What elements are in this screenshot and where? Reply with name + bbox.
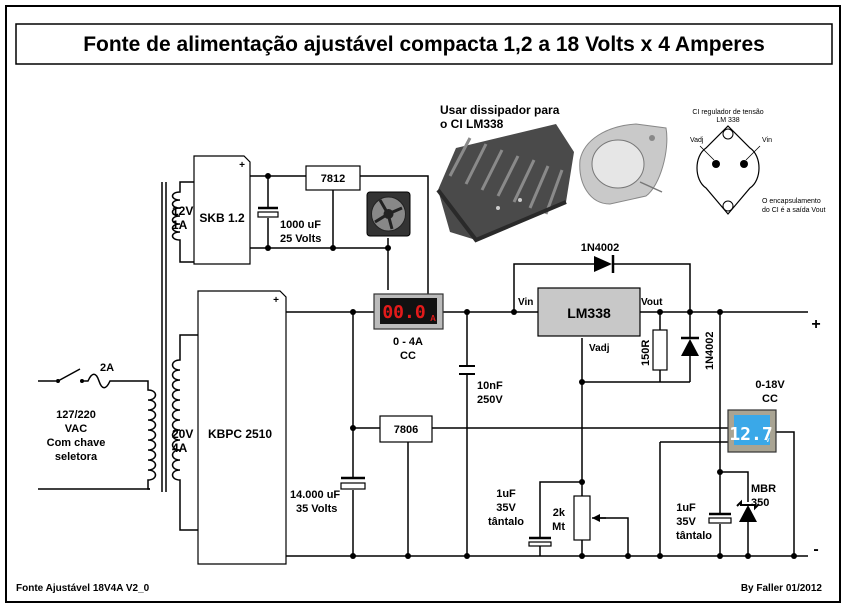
- kbpc-label: KBPC 2510: [208, 427, 272, 441]
- heatsink-picture: [436, 124, 574, 243]
- mains-input: [38, 368, 150, 490]
- schottky-label-2: 350: [751, 497, 769, 509]
- regulator-7806: [379, 415, 433, 443]
- heatsink-note-1: Usar dissipador para: [440, 103, 560, 117]
- page-title: Fonte de alimentação ajustável compacta …: [83, 33, 765, 56]
- main-secondary-amps: 4A: [172, 441, 188, 455]
- fan-icon: [366, 191, 411, 237]
- skb-plus-mark: +: [239, 160, 245, 171]
- voltmeter-type: CC: [762, 393, 778, 405]
- pot-type: Mt: [552, 521, 565, 533]
- transformer: [138, 181, 198, 531]
- output-minus: -: [813, 541, 818, 558]
- voltmeter-panel: [727, 409, 777, 453]
- skb-label: SKB 1.2: [199, 211, 245, 225]
- resistor-150r: [652, 329, 668, 371]
- lm338-label: LM338: [567, 305, 611, 321]
- cap-adj-type: tântalo: [488, 516, 524, 528]
- voltmeter-unit: v: [766, 437, 770, 444]
- cap-out-type: tântalo: [676, 530, 712, 542]
- fuse-label: 2A: [100, 362, 114, 374]
- to3-package-picture: [579, 123, 668, 205]
- cap-10nf-value: 10nF: [477, 380, 503, 392]
- package-pin-vin: Vin: [762, 137, 772, 144]
- resistor-150r-label: 150R: [640, 340, 652, 366]
- lm338-pin-vadj: Vadj: [589, 343, 610, 354]
- cap-adj-value: 1uF: [496, 488, 516, 500]
- cap-14000uf-voltage: 35 Volts: [296, 503, 337, 515]
- outer-frame: [5, 5, 841, 603]
- schottky-label-1: MBR: [751, 483, 776, 495]
- aux-secondary-amps: 1A: [172, 218, 188, 232]
- package-caption-2: do CI é a saída Vout: [762, 207, 825, 214]
- ammeter-range: 0 - 4A: [393, 336, 423, 348]
- package-title-1: CI regulador de tensão: [692, 109, 763, 116]
- bridge-skb: [193, 155, 251, 265]
- package-title-2: LM 338: [716, 117, 739, 124]
- voltmeter-range: 0-18V: [755, 379, 785, 391]
- main-secondary-volts: 20V: [172, 427, 193, 441]
- aux-wiring: [250, 175, 429, 318]
- heatsink-note-2: o CI LM338: [440, 117, 504, 131]
- bridge-kbpc: [197, 290, 287, 565]
- to3-pinout-drawing: [696, 125, 761, 215]
- lm338-pin-vout: Vout: [641, 297, 663, 308]
- pot-value: 2k: [553, 507, 566, 519]
- diode-top: [594, 255, 615, 273]
- cap-1000uf-voltage: 25 Volts: [280, 233, 321, 245]
- capacitor-out: [708, 512, 732, 524]
- footer-left: Fonte Ajustável 18V4A V2_0: [16, 583, 150, 594]
- mains-label-1: 127/220: [56, 409, 96, 421]
- schottky-diode: [736, 499, 760, 522]
- regulator-7812-label: 7812: [321, 173, 345, 185]
- ammeter-unit: A: [430, 314, 436, 323]
- diode-top-label: 1N4002: [581, 242, 620, 254]
- title-box: [15, 23, 833, 65]
- capacitor-1000uf: [257, 206, 279, 218]
- cap-10nf-voltage: 250V: [477, 394, 503, 406]
- ammeter-display: 00.0: [382, 302, 425, 323]
- ammeter-type: CC: [400, 350, 416, 362]
- mains-label-4: seletora: [55, 451, 98, 463]
- regulator-lm338: [537, 287, 641, 337]
- regulator-7812: [305, 165, 361, 191]
- lm338-pin-vin: Vin: [518, 297, 533, 308]
- capacitor-adj: [528, 536, 552, 547]
- main-wiring: [286, 263, 808, 557]
- kbpc-plus-mark: +: [273, 295, 279, 306]
- ammeter-panel: [373, 293, 444, 330]
- cap-out-voltage: 35V: [676, 516, 696, 528]
- diode-side: [681, 336, 699, 356]
- aux-secondary-volts: 12V: [172, 204, 193, 218]
- mains-label-2: VAC: [65, 423, 87, 435]
- footer-right: By Faller 01/2012: [741, 583, 823, 594]
- cap-14000uf-value: 14.000 uF: [290, 489, 340, 501]
- voltmeter-display: 12.7: [729, 424, 772, 445]
- output-plus: +: [811, 316, 820, 333]
- mains-label-3: Com chave: [47, 437, 106, 449]
- diode-side-label: 1N4002: [704, 331, 716, 370]
- capacitor-14000uf: [340, 476, 366, 490]
- package-caption-1: O encapsulamento: [762, 198, 821, 205]
- capacitor-10nf: [459, 365, 475, 375]
- package-pin-adj: Vadj: [690, 137, 704, 144]
- regulator-7806-label: 7806: [394, 424, 418, 436]
- potentiometer: [573, 495, 606, 541]
- cap-adj-voltage: 35V: [496, 502, 516, 514]
- cap-1000uf-value: 1000 uF: [280, 219, 321, 231]
- cap-out-value: 1uF: [676, 502, 696, 514]
